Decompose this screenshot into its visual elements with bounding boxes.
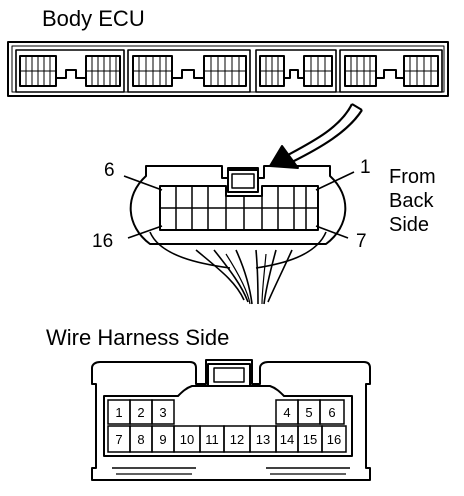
harness-pin-12: 12 [229,432,245,447]
ecu-connector-3 [255,49,337,93]
harness-pin-11: 11 [205,432,219,447]
harness-connector [91,359,371,481]
harness-pin-15: 15 [302,432,318,447]
harness-pin-6: 6 [328,405,336,420]
harness-pin-7: 7 [115,432,123,447]
ecu-connector-2 [127,49,251,93]
from-back-side-line2: Back [389,190,434,212]
body-ecu-unit [7,41,449,97]
ecu-connector-4 [339,49,443,93]
wire-harness-side-title: Wire Harness Side [46,325,230,350]
from-back-side-line3: Side [389,214,430,236]
pointer-arrow [269,103,363,169]
harness-pin-3: 3 [159,405,167,420]
harness-pin-16: 16 [326,432,342,447]
harness-pin-9: 9 [159,432,167,447]
harness-pin-5: 5 [305,405,313,420]
harness-pin-10: 10 [179,432,195,447]
back-pin-label-7: 7 [356,231,367,252]
harness-pin-grid [107,399,347,453]
harness-pin-14: 14 [279,432,295,447]
harness-pin-1: 1 [115,405,123,420]
body-ecu-title: Body ECU [42,6,145,31]
harness-pin-13: 13 [255,432,271,447]
back-pin-label-1: 1 [360,157,371,178]
harness-pin-4: 4 [283,405,291,420]
back-side-connector [123,165,355,305]
back-pin-label-6: 6 [104,160,115,181]
from-back-side-line1: From [389,166,436,188]
from-back-side-label: From Back Side [389,165,436,237]
ecu-connector-1 [15,49,125,93]
harness-pin-2: 2 [137,405,145,420]
harness-pin-8: 8 [137,432,145,447]
back-pin-label-16: 16 [92,231,114,252]
